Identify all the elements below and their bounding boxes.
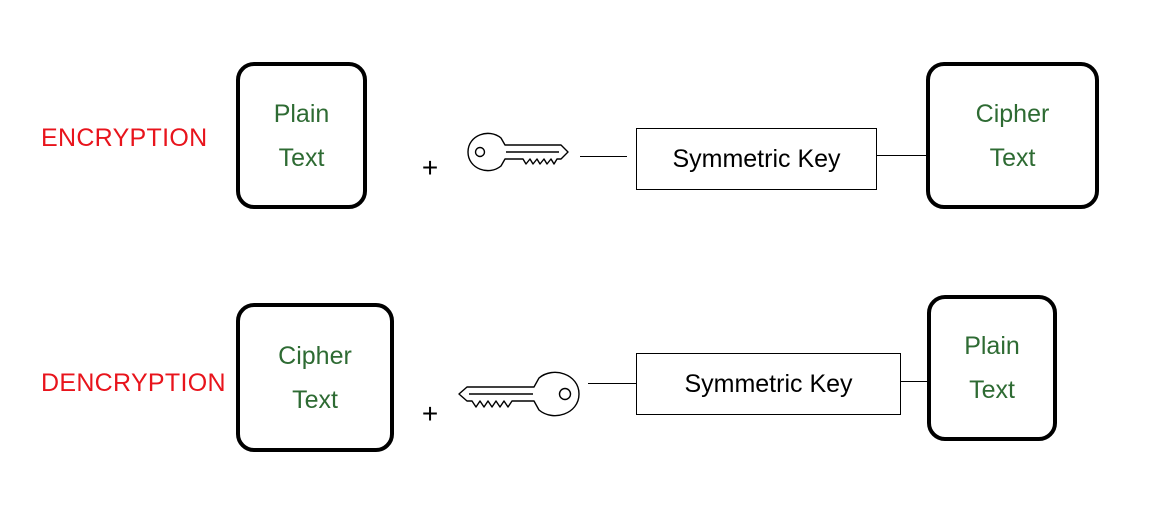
decryption-symmetric-key-box: Symmetric Key (636, 353, 901, 415)
decryption-output-line1: Plain (964, 332, 1020, 360)
decryption-connector-key (588, 383, 636, 384)
encryption-input-box: Plain Text (236, 62, 367, 209)
key-icon (467, 132, 569, 172)
decryption-output-text: Plain Text (947, 324, 1037, 412)
decryption-label: DENCRYPTION (41, 369, 226, 397)
encryption-input-line2: Text (278, 143, 325, 172)
key-icon (458, 371, 580, 417)
decryption-input-box: Cipher Text (236, 303, 394, 452)
decryption-input-text: Cipher Text (260, 334, 370, 422)
encryption-output-line1: Cipher (975, 99, 1050, 128)
encryption-input-text: Plain Text (257, 92, 347, 180)
encryption-connector-output (877, 155, 927, 156)
decryption-input-line1: Cipher (278, 341, 352, 370)
encryption-output-line2: Text (989, 143, 1036, 172)
decryption-connector-output (901, 381, 929, 382)
decryption-input-line2: Text (292, 385, 338, 414)
encryption-label: ENCRYPTION (41, 124, 208, 152)
encryption-output-box: Cipher Text (926, 62, 1099, 209)
decryption-output-box: Plain Text (927, 295, 1057, 441)
decryption-plus: + (421, 398, 439, 429)
encryption-symmetric-key-box: Symmetric Key (636, 128, 877, 190)
encryption-connector-key (580, 156, 627, 157)
encryption-plus: + (421, 152, 439, 183)
encryption-output-text: Cipher Text (958, 92, 1068, 180)
decryption-output-line2: Text (969, 376, 1015, 404)
encryption-input-line1: Plain (273, 99, 330, 128)
